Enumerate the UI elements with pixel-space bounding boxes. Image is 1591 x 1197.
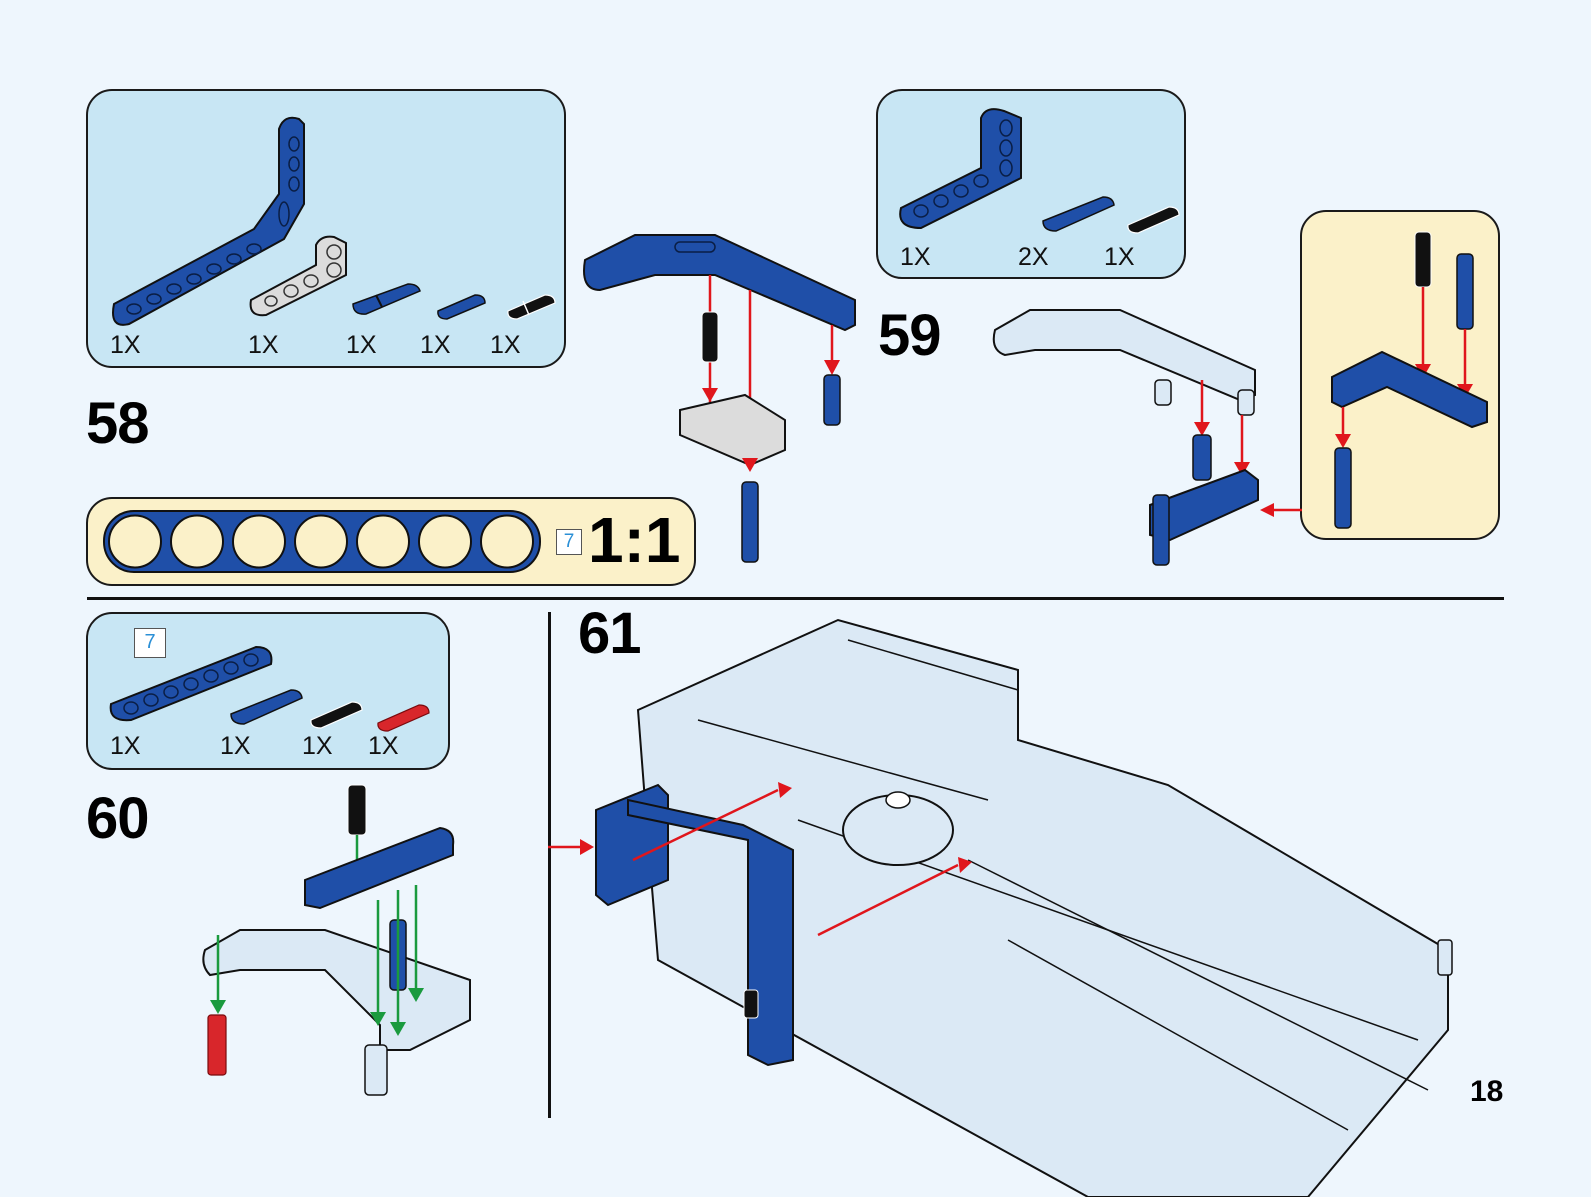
scale-guide: 7 1:1 <box>86 497 696 586</box>
part-qty: 1X <box>346 331 377 359</box>
step-number-60: 60 <box>86 786 150 851</box>
step-58-parts-box: 1X 1X 1X 1X 1X <box>86 89 566 368</box>
part-qty: 1X <box>220 732 251 760</box>
scale-beam-icon <box>103 510 541 573</box>
scale-hole <box>418 514 472 569</box>
part-qty: 1X <box>302 732 333 760</box>
vertical-divider <box>548 612 551 1118</box>
callout-arrow <box>1260 503 1302 517</box>
length-tag: 7 <box>556 529 582 555</box>
step-59-assembly <box>992 309 1259 566</box>
blue-long-pin-icon <box>230 689 303 725</box>
scale-ratio: 1:1 <box>588 504 681 576</box>
black-friction-pin-icon <box>310 701 363 729</box>
step-60-parts-box: 7 1X 1X 1X 1X <box>86 612 450 770</box>
grey-l-beam-icon <box>249 235 347 317</box>
step-61-assembly <box>548 618 1453 1197</box>
length-tag: 7 <box>134 628 166 658</box>
part-qty: 1X <box>110 732 141 760</box>
step-number-58: 58 <box>86 391 150 456</box>
sub-assembly <box>1331 231 1488 529</box>
step-60-assembly <box>202 784 471 1096</box>
step-number-59: 59 <box>878 303 942 368</box>
blue-l-beam-icon <box>899 108 1022 230</box>
scale-hole <box>232 514 286 569</box>
horizontal-divider <box>87 597 1504 600</box>
step-58-assembly <box>583 234 856 563</box>
part-qty: 1X <box>110 331 141 359</box>
step-number-61: 61 <box>578 601 642 666</box>
blue-bent-beam-icon <box>112 116 305 326</box>
step-59-parts-box: 1X 2X 1X <box>876 89 1186 279</box>
black-friction-pin-icon <box>507 294 556 320</box>
scale-hole <box>108 514 162 569</box>
blue-straight-beam-icon <box>109 645 273 722</box>
scale-hole <box>356 514 410 569</box>
blue-axle-pin-icon <box>437 294 486 320</box>
part-qty: 1X <box>420 331 451 359</box>
page-number: 18 <box>1470 1075 1504 1108</box>
scale-hole <box>294 514 348 569</box>
part-qty: 1X <box>490 331 521 359</box>
part-qty: 1X <box>368 732 399 760</box>
black-friction-pin-icon <box>1127 206 1180 234</box>
part-qty: 1X <box>1104 243 1135 271</box>
scale-hole <box>170 514 224 569</box>
part-qty: 1X <box>248 331 279 359</box>
red-axle-icon <box>377 704 430 732</box>
part-qty: 1X <box>900 243 931 271</box>
scale-hole <box>480 514 534 569</box>
part-qty: 2X <box>1018 243 1049 271</box>
blue-long-pin-icon <box>1042 196 1115 232</box>
step-59-sub-assembly-callout <box>1300 210 1500 540</box>
blue-long-pin-icon <box>352 283 421 315</box>
